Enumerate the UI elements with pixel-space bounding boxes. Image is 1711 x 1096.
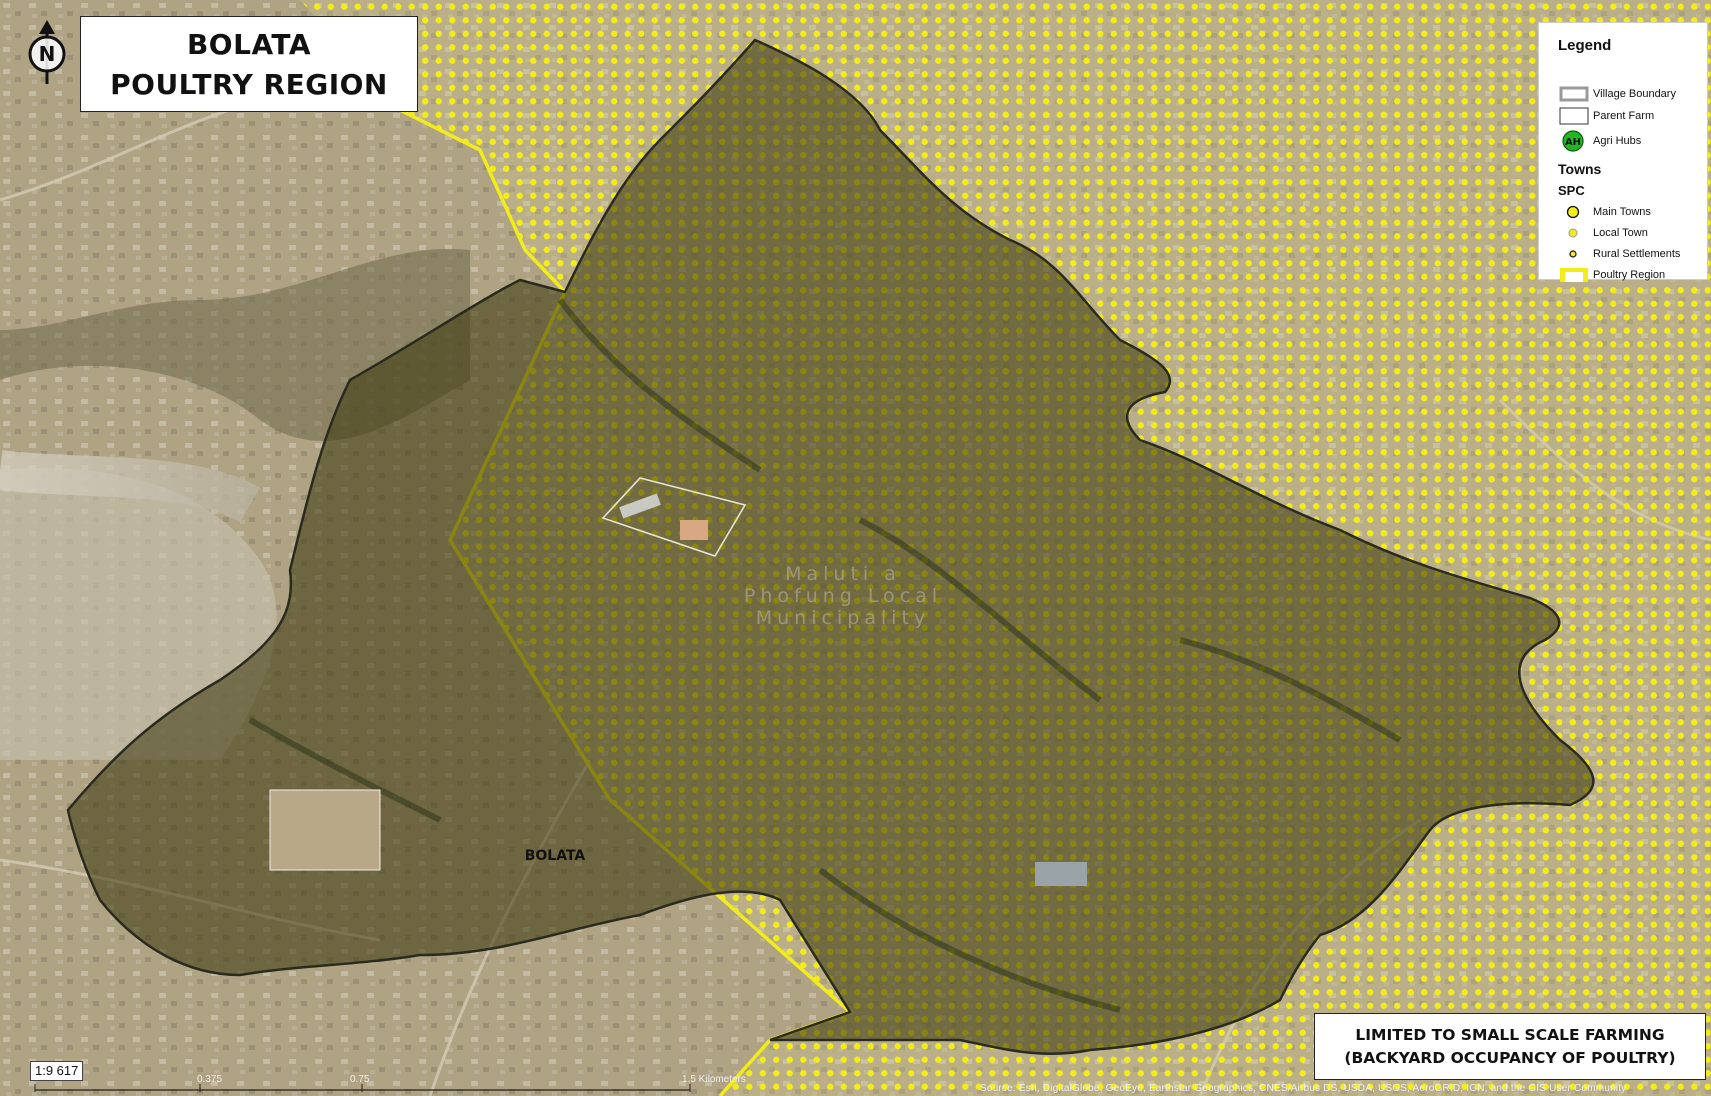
legend-title: Legend <box>1558 37 1612 54</box>
rural-settlement-dot-icon <box>1569 250 1577 258</box>
main-town-dot-icon <box>1566 205 1580 219</box>
legend-item-main-towns: Main Towns <box>1558 203 1651 221</box>
local-town-dot-icon <box>1568 228 1578 238</box>
sports-field <box>269 789 381 871</box>
legend-item-local-town: Local Town <box>1558 224 1648 242</box>
note-line-2: (BACKYARD OCCUPANCY OF POULTRY) <box>1344 1049 1676 1067</box>
parent-farm-symbol-icon <box>1559 107 1589 125</box>
farming-note: LIMITED TO SMALL SCALE FARMING (BACKYARD… <box>1314 1013 1706 1080</box>
vegetation-streaks <box>248 298 1402 1013</box>
svg-text:Phofung Local: Phofung Local <box>744 585 942 607</box>
note-line-1: LIMITED TO SMALL SCALE FARMING <box>1355 1026 1665 1044</box>
legend-item-parent-farm: Parent Farm <box>1558 107 1654 125</box>
building-cluster <box>1035 862 1087 886</box>
scale-tick-0375: 0.375 <box>197 1074 222 1085</box>
svg-text:N: N <box>39 42 56 66</box>
svg-text:Municipality: Municipality <box>756 607 930 629</box>
title-line-2: POULTRY REGION <box>110 68 388 101</box>
scale-bar: 0.375 0.75 1.5 Kilometers <box>34 1074 746 1092</box>
scale-ratio: 1:9 617 <box>30 1061 84 1081</box>
legend-item-poultry-region: Poultry Region <box>1558 266 1665 284</box>
village-boundary[interactable] <box>66 38 1595 1056</box>
source-credit: Source: Esri, DigitalGlobe, GeoEye, Eart… <box>980 1083 1627 1094</box>
poultry-region-symbol-icon <box>1560 268 1588 282</box>
legend-item-village-boundary: Village Boundary <box>1558 85 1676 103</box>
parent-farm[interactable] <box>601 477 747 557</box>
scale-tick-15km: 1.5 Kilometers <box>682 1074 746 1085</box>
svg-text:Maluti a: Maluti a <box>785 563 901 585</box>
legend-item-agri-hubs: AH Agri Hubs <box>1558 130 1641 152</box>
legend-spc-heading: SPC <box>1558 183 1585 198</box>
municipality-label: Maluti a Phofung Local Municipality <box>744 563 942 629</box>
agri-hub-symbol-icon: AH <box>1562 130 1584 152</box>
river-channel <box>0 450 261 523</box>
legend-towns-heading: Towns <box>1558 161 1602 177</box>
farm-building <box>619 493 661 519</box>
svg-text:AH: AH <box>1565 137 1581 148</box>
map-title: BOLATA POULTRY REGION <box>80 16 418 112</box>
village-boundary-symbol-icon <box>1559 86 1589 102</box>
legend-item-rural-settlements: Rural Settlements <box>1558 245 1680 263</box>
title-line-1: BOLATA <box>186 28 312 61</box>
scale-tick-075: 0.75 <box>350 1074 370 1085</box>
town-label-bolata: BOLATA <box>525 848 586 864</box>
legend-panel: Legend Village Boundary Parent Farm AH A… <box>1538 22 1708 282</box>
north-arrow-icon: N <box>28 20 66 84</box>
farm-yard <box>680 520 708 540</box>
